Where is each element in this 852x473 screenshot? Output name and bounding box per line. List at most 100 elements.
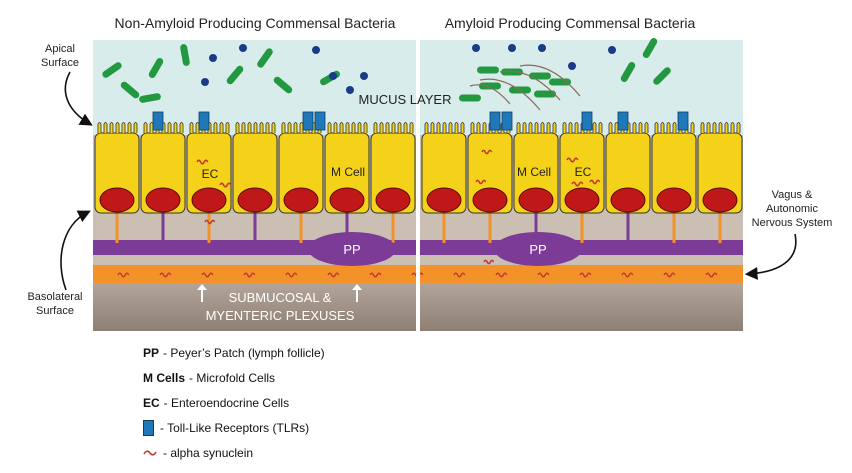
- bacterium: [479, 82, 501, 90]
- synuclein-squiggle-icon: [143, 449, 157, 456]
- alpha-synuclein: [243, 272, 256, 278]
- legend-tlr-desc: - Toll-Like Receptors (TLRs): [160, 420, 310, 435]
- nerve-stalk: [253, 213, 257, 243]
- ec-label-left: EC: [202, 167, 219, 181]
- vagus-label-line1: Vagus &: [772, 189, 813, 201]
- legend: PP - Peyer’s Patch (lymph follicle) M Ce…: [143, 340, 325, 465]
- alpha-synuclein: [537, 272, 550, 278]
- tlr-receptor: [152, 111, 164, 131]
- epithelial-cell: [232, 122, 278, 214]
- microvilli: [97, 122, 138, 133]
- pp-label-left: PP: [343, 242, 360, 257]
- molecule-dot: [608, 46, 616, 54]
- tlr-receptor: [489, 111, 501, 131]
- nerve-stalk: [442, 213, 446, 243]
- nucleus: [329, 187, 365, 213]
- bacteria-group: [102, 38, 671, 111]
- molecule-dot: [508, 44, 516, 52]
- nucleus: [518, 187, 554, 213]
- apical-label-line2: Surface: [41, 57, 79, 69]
- vagus-label-line3: Nervous System: [752, 217, 833, 229]
- bacterium: [257, 48, 273, 68]
- alpha-synuclein: [219, 182, 232, 188]
- nerve-connections: [115, 213, 722, 243]
- pp-label-right: PP: [529, 242, 546, 257]
- nucleus: [656, 187, 692, 213]
- nerve-stalk: [345, 213, 349, 243]
- alpha-synuclein: [566, 157, 579, 163]
- bacterium: [529, 72, 551, 80]
- nerve-stalk: [534, 213, 538, 243]
- apical-arrow: [64, 71, 93, 126]
- tlr-receptor: [302, 111, 314, 131]
- legend-row-tlr: - Toll-Like Receptors (TLRs): [143, 415, 325, 440]
- nucleus: [145, 187, 181, 213]
- nucleus: [191, 187, 227, 213]
- basolateral-label-line2: Surface: [36, 305, 74, 317]
- molecule-dot: [538, 44, 546, 52]
- plexus-label-line2: MYENTERIC PLEXUSES: [206, 308, 355, 323]
- epithelial-cell: [421, 122, 467, 214]
- nucleus: [283, 187, 319, 213]
- amyloid-fibril: [479, 78, 541, 111]
- peyers-patch-right: [494, 232, 582, 266]
- nucleus: [237, 187, 273, 213]
- epithelial-cell: [559, 122, 605, 214]
- microvilli: [608, 122, 649, 133]
- molecule-dot: [209, 54, 217, 62]
- amyloid-fibril: [469, 84, 511, 105]
- nucleus: [99, 187, 135, 213]
- bacterium: [180, 44, 190, 66]
- alpha-synuclein: [481, 149, 493, 155]
- legend-pp-desc: - Peyer’s Patch (lymph follicle): [163, 345, 325, 360]
- microvilli: [143, 122, 184, 133]
- nerve-stalk: [299, 213, 303, 243]
- nucleus: [702, 187, 738, 213]
- legend-syn-desc: - alpha synuclein: [163, 445, 254, 460]
- bacterium: [642, 38, 658, 58]
- molecule-dot: [329, 72, 337, 80]
- alpha-synuclein: [204, 219, 216, 225]
- nucleus: [375, 187, 411, 213]
- nerve-stalk: [115, 213, 119, 243]
- alpha-synuclein: [201, 272, 214, 278]
- alpha-synuclein: [621, 272, 634, 278]
- bacterium: [549, 78, 571, 86]
- bacterium: [534, 90, 556, 98]
- microvilli: [700, 122, 741, 133]
- plexus-arrowhead-left: [197, 284, 207, 290]
- right-panel-title: Amyloid Producing Commensal Bacteria: [445, 15, 696, 31]
- epithelial-cell: [140, 122, 186, 214]
- alpha-synuclein: [483, 259, 495, 265]
- nerve-stalk: [391, 213, 395, 243]
- nucleus: [564, 187, 600, 213]
- alpha-synuclein: [589, 179, 601, 185]
- legend-mcell-abbr: M Cells: [143, 370, 186, 385]
- epithelial-cell: [513, 122, 559, 214]
- tlr-receptor: [314, 111, 326, 131]
- epithelial-cell: [697, 122, 743, 214]
- alpha-synuclein: [285, 272, 298, 278]
- epithelial-cell: [94, 122, 140, 214]
- vagus-label-line2: Autonomic: [766, 203, 818, 215]
- basolateral-arrow: [60, 210, 91, 291]
- epithelial-cell-row: [94, 122, 743, 214]
- nucleus: [610, 187, 646, 213]
- tlr-swatch-icon: [143, 419, 154, 436]
- alpha-synuclein: [327, 272, 340, 278]
- nerve-stalk: [207, 213, 211, 243]
- mucus-layer-label: MUCUS LAYER: [359, 92, 452, 107]
- molecule-dot: [360, 72, 368, 80]
- legend-ec-desc: - Enteroendocrine Cells: [163, 395, 290, 410]
- nerve-stalk: [161, 213, 165, 243]
- apical-label-line1: Apical: [45, 43, 75, 55]
- alpha-synuclein: [663, 272, 676, 278]
- amyloid-fibril: [519, 64, 581, 97]
- bacterium: [273, 76, 293, 94]
- legend-row-pp: PP - Peyer’s Patch (lymph follicle): [143, 340, 325, 365]
- tlr-receptor: [677, 111, 689, 131]
- microvilli: [235, 122, 276, 133]
- peyers-patch-left: [308, 232, 396, 266]
- microvilli: [373, 122, 414, 133]
- left-panel-title: Non-Amyloid Producing Commensal Bacteria: [115, 15, 396, 31]
